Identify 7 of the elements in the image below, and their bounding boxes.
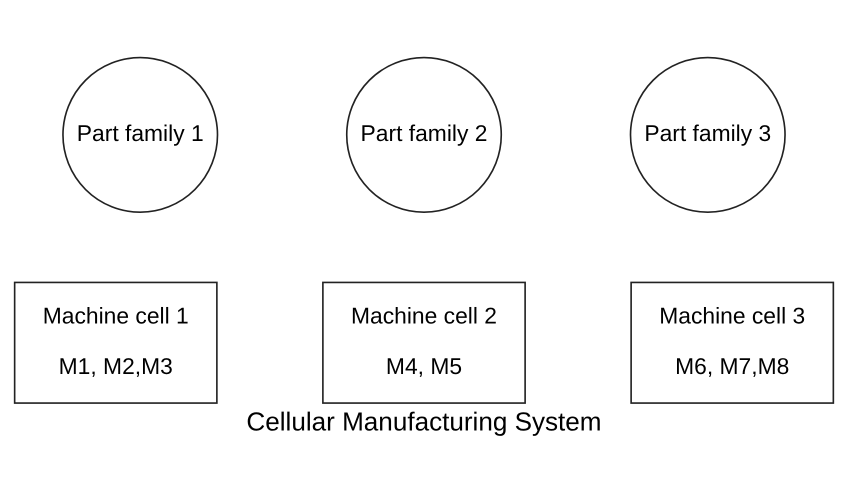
caption: Cellular Manufacturing System — [246, 406, 602, 436]
node-circle: Part family 3 — [630, 56, 786, 213]
node-box: Machine cell 2 M4, M5 — [322, 282, 526, 404]
node-box: Machine cell 1 M1, M2,M3 — [14, 282, 218, 404]
node-box: Machine cell 3 M6, M7,M8 — [630, 282, 834, 404]
node-circle: Part family 2 — [346, 56, 502, 213]
node-circle: Part family 1 — [62, 56, 218, 213]
